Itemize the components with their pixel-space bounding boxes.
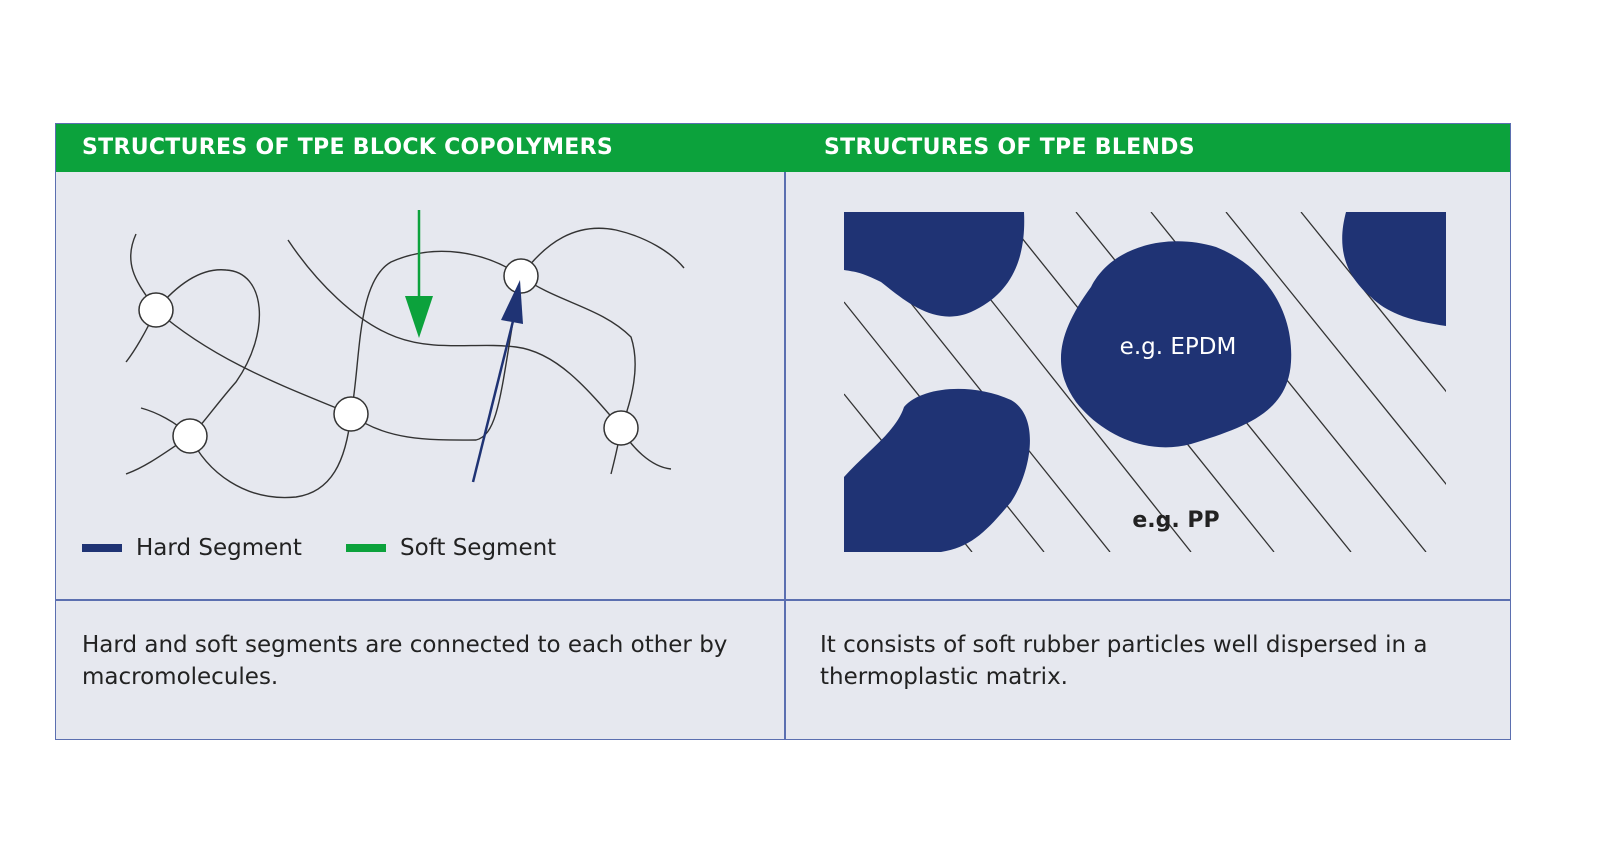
matrix-label-wrap: e.g. PP (1132, 508, 1219, 533)
particle-label-wrap: e.g. EPDM (1120, 334, 1237, 360)
row-divider (56, 599, 1510, 601)
chain-line (130, 233, 522, 441)
matrix-hatching (844, 212, 1446, 552)
soft-segment-swatch (346, 544, 386, 552)
crosslink-node (333, 396, 369, 432)
legend-soft-segment: Soft Segment (346, 535, 556, 561)
chain-line (287, 239, 622, 429)
chain-line (155, 269, 261, 437)
rubber-particles (844, 212, 1446, 552)
column-divider (784, 172, 786, 739)
crosslink-nodes (138, 258, 639, 454)
chain-line (189, 413, 352, 499)
block-copolymer-description: Hard and soft segments are connected to … (82, 632, 728, 690)
legend-soft-label: Soft Segment (400, 535, 557, 561)
blend-description: It consists of soft rubber particles wel… (820, 632, 1428, 690)
chain-line (520, 275, 636, 429)
crosslink-node (503, 258, 539, 294)
rubber-particle (1342, 212, 1446, 326)
crosslink-node (138, 292, 174, 328)
soft-segment-arrow (405, 210, 433, 338)
comparison-table: STRUCTURES OF TPE BLOCK COPOLYMERS STRUC… (55, 123, 1511, 740)
crosslink-node (172, 418, 208, 454)
crosslink-node (603, 410, 639, 446)
hard-segment-swatch (82, 544, 122, 552)
chain-line (520, 227, 685, 277)
table-header: STRUCTURES OF TPE BLOCK COPOLYMERS STRUC… (56, 124, 1510, 172)
block-copolymer-diagram (125, 210, 685, 499)
rubber-particle (1060, 241, 1292, 448)
chain-line (350, 250, 522, 415)
rubber-particle (844, 388, 1030, 552)
particle-label: e.g. EPDM (1120, 334, 1237, 360)
hard-segment-arrow (471, 280, 523, 483)
rubber-particle (844, 212, 1025, 317)
block-copolymer-title: STRUCTURES OF TPE BLOCK COPOLYMERS (82, 135, 614, 160)
legend-hard-segment: Hard Segment (82, 535, 302, 561)
blend-diagram: e.g. EPDM e.g. PP (844, 212, 1446, 552)
blend-title: STRUCTURES OF TPE BLENDS (824, 135, 1195, 160)
matrix-label: e.g. PP (1132, 508, 1219, 533)
legend-hard-label: Hard Segment (136, 535, 302, 561)
polymer-chains (125, 227, 685, 499)
